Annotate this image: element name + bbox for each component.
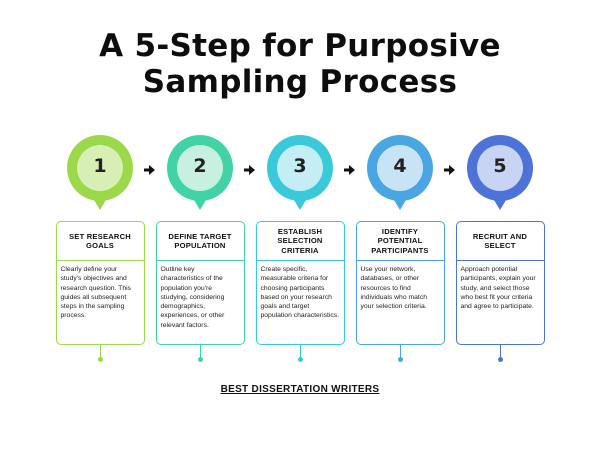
step-description: Approach potential participants, explain… — [460, 266, 536, 311]
step-number: 5 — [493, 155, 507, 177]
card-divider — [256, 260, 344, 261]
step-heading: DEFINE TARGET POPULATION — [168, 231, 232, 251]
step-card-5: RECRUIT AND SELECT Approach potential par… — [455, 221, 545, 345]
step-description: Outline key characteristics of the popul… — [160, 266, 225, 329]
step-card-2: DEFINE TARGET POPULATION Outline key char… — [155, 221, 245, 345]
pin-icon — [67, 135, 133, 210]
pin-icon — [367, 135, 433, 210]
step-description: Use your network, databases, or other re… — [360, 266, 428, 311]
footer-brand: BEST DISSERTATION WRITERS — [220, 384, 380, 395]
page-title: A 5-Step for Purposive Sampling Process — [0, 28, 600, 100]
step-number: 2 — [193, 155, 207, 177]
card-dot — [197, 357, 203, 362]
arrow-right-icon — [444, 163, 456, 175]
card-dot — [397, 357, 403, 362]
step-number: 3 — [293, 155, 307, 177]
card-dot — [297, 357, 303, 362]
pin-icon — [467, 135, 533, 210]
step-card-1: SET RESEARCH GOALS Clearly define your st… — [55, 221, 145, 345]
step-marker-4: 4 — [365, 135, 435, 215]
card-divider — [56, 260, 144, 261]
step-heading: SET RESEARCH GOALS — [69, 231, 131, 251]
card-stem — [499, 345, 501, 359]
step-number: 1 — [93, 155, 107, 177]
card-stem — [299, 345, 301, 359]
pin-center — [377, 145, 423, 191]
pin-center — [177, 145, 223, 191]
pin-center — [77, 145, 123, 191]
step-number: 4 — [393, 155, 407, 177]
step-heading: IDENTIFY POTENTIAL PARTICIPANTS — [371, 226, 429, 255]
pin-center — [477, 145, 523, 191]
step-heading: RECRUIT AND SELECT — [472, 231, 528, 251]
title-line-1: A 5-Step for Purposive — [99, 28, 501, 64]
card-divider — [356, 260, 444, 261]
card-stem — [199, 345, 201, 359]
card-dot — [497, 357, 503, 362]
step-marker-1: 1 — [65, 135, 135, 215]
step-marker-5: 5 — [465, 135, 535, 215]
step-heading: ESTABLISH SELECTION CRITERIA — [277, 226, 323, 255]
pin-center — [277, 145, 323, 191]
card-divider — [456, 260, 544, 261]
card-stem — [99, 345, 101, 359]
step-description: Create specific, measurable criteria for… — [260, 266, 340, 320]
card-dot — [97, 357, 103, 362]
step-marker-3: 3 — [265, 135, 335, 215]
arrow-right-icon — [244, 163, 256, 175]
arrow-right-icon — [144, 163, 156, 175]
step-description: Clearly define your study's objectives a… — [60, 266, 132, 320]
card-stem — [399, 345, 401, 359]
arrow-right-icon — [344, 163, 356, 175]
pin-icon — [167, 135, 233, 210]
pin-icon — [267, 135, 333, 210]
step-card-3: ESTABLISH SELECTION CRITERIA Create speci… — [255, 221, 345, 345]
title-line-2: Sampling Process — [142, 64, 458, 100]
step-marker-2: 2 — [165, 135, 235, 215]
card-divider — [156, 260, 244, 261]
step-card-4: IDENTIFY POTENTIAL PARTICIPANTS Use your … — [355, 221, 445, 345]
